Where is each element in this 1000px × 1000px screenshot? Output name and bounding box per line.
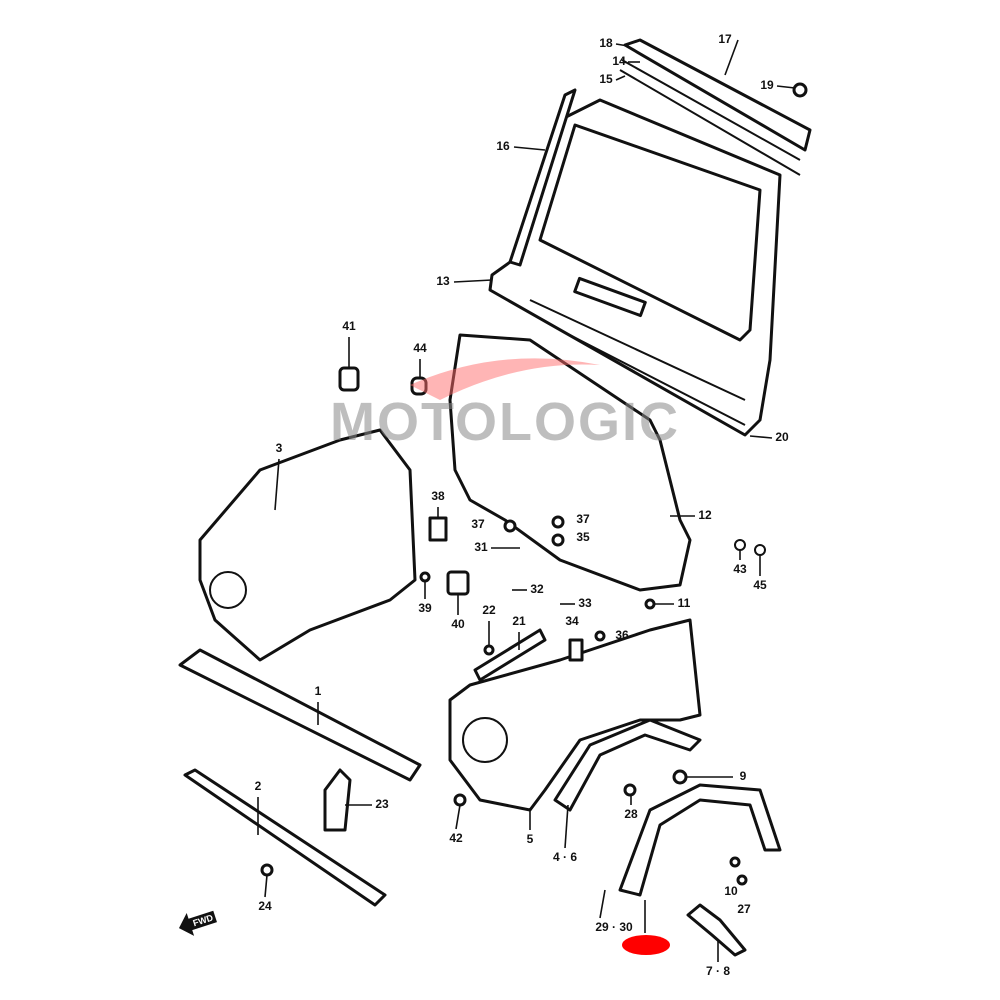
callout-40: 40 [451,617,465,631]
callout-20: 20 [775,430,789,444]
callout-16: 16 [496,139,510,153]
callout-31: 31 [474,540,488,554]
callout-41: 41 [342,319,356,333]
callout-13: 13 [436,274,450,288]
part-dash-panel-12 [448,333,692,592]
callout-39: 39 [418,601,432,615]
callout-33: 33 [578,596,592,610]
callout-28: 28 [624,807,638,821]
callout-labels: 17 18 14 15 19 16 13 20 41 44 3 12 38 37… [255,32,789,978]
highlight-marker [622,935,670,955]
callout-32: 32 [530,582,544,596]
callout-2: 2 [255,779,262,793]
part-member-2 [183,768,387,907]
callout-24: 24 [258,899,272,913]
callout-3: 3 [276,441,283,455]
callout-1: 1 [315,684,322,698]
callout-4-6: 4 · 6 [553,850,577,864]
callout-11: 11 [678,596,691,610]
callout-29-30: 29 · 30 [595,920,633,934]
forward-arrow-icon: FWD [178,910,217,936]
callout-27: 27 [737,902,751,916]
part-window-frame-13 [488,98,782,437]
watermark-text: MOTOLOGIC [330,392,680,452]
callout-7-8: 7 · 8 [706,964,730,978]
part-mudguard-29-30 [618,783,782,897]
callout-23: 23 [375,797,389,811]
callout-21: 21 [512,614,526,628]
callout-15: 15 [599,72,613,86]
part-splash-7-8 [686,903,747,957]
callout-5: 5 [527,832,534,846]
callout-14: 14 [612,54,626,68]
callout-37a: 37 [471,517,485,531]
part-roof-rail-17 [508,38,812,267]
callout-35: 35 [576,530,590,544]
callout-10: 10 [724,884,738,898]
callout-44: 44 [413,341,427,355]
callout-12: 12 [698,508,712,522]
callout-9: 9 [740,769,747,783]
part-fender-flare-4-6 [553,718,702,812]
watermark-logo: MOTOLOGIC [330,358,680,452]
callout-34: 34 [565,614,579,628]
part-bracket-23 [323,768,352,832]
callout-42: 42 [449,831,463,845]
callout-45: 45 [753,578,767,592]
part-clip-19 [792,82,808,98]
callout-43: 43 [733,562,747,576]
part-cowl-3 [198,428,417,662]
leader-lines [257,39,796,962]
callout-37b: 37 [576,512,590,526]
callout-38: 38 [431,489,445,503]
callout-19: 19 [760,78,774,92]
part-member-1 [178,648,422,782]
callout-17: 17 [718,32,732,46]
callout-36: 36 [615,628,629,642]
callout-22: 22 [482,603,496,617]
callout-18: 18 [599,36,613,50]
